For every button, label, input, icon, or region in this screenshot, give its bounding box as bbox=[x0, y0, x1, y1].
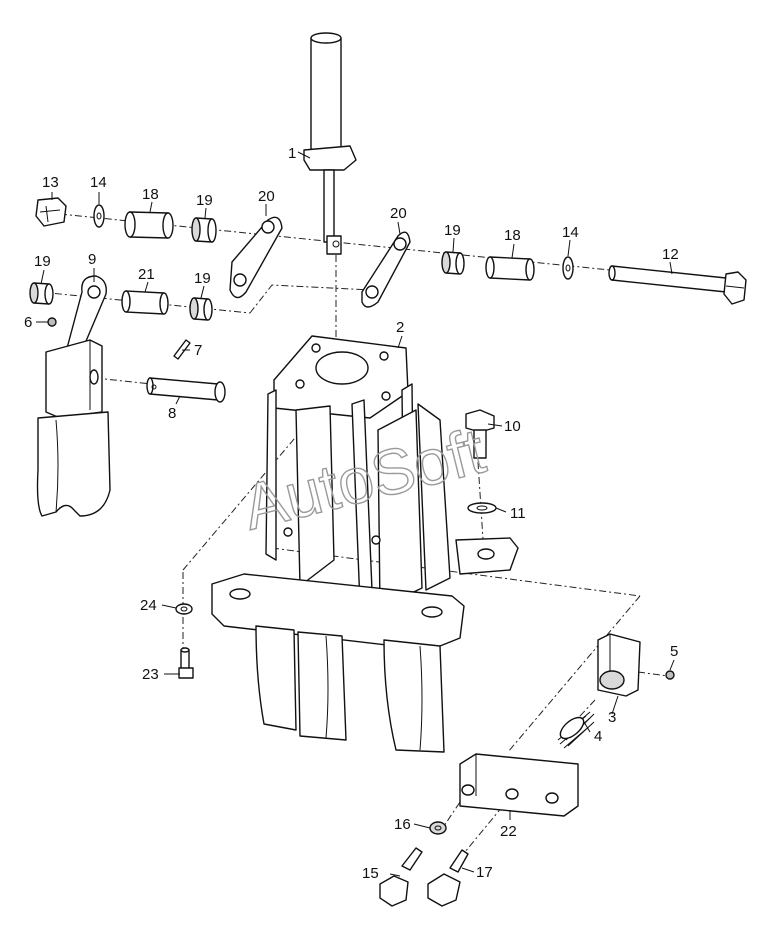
cover-plate-22 bbox=[459, 753, 579, 817]
washer-11 bbox=[467, 502, 497, 514]
callout-2: 2 bbox=[396, 319, 404, 336]
pin-8 bbox=[146, 377, 226, 403]
callout-6: 6 bbox=[24, 314, 32, 331]
callout-20-left: 20 bbox=[258, 188, 275, 205]
callout-19-top-left: 19 bbox=[196, 192, 213, 209]
washer-16 bbox=[429, 821, 447, 835]
washer-14-left bbox=[93, 204, 105, 228]
callout-22: 22 bbox=[500, 823, 517, 840]
callout-19-lower: 19 bbox=[194, 270, 211, 287]
screw-5 bbox=[665, 670, 675, 680]
bolt-15 bbox=[379, 847, 423, 907]
callout-14-left: 14 bbox=[90, 174, 107, 191]
callout-13: 13 bbox=[42, 174, 59, 191]
callout-17: 17 bbox=[476, 864, 493, 881]
bushing-19-top-left bbox=[191, 217, 217, 243]
callout-18-left: 18 bbox=[142, 186, 159, 203]
callout-1: 1 bbox=[288, 145, 296, 162]
callout-5: 5 bbox=[670, 643, 678, 660]
spring-4 bbox=[557, 711, 595, 749]
bushing-18-left bbox=[124, 211, 174, 239]
callout-3: 3 bbox=[608, 709, 616, 726]
callout-16: 16 bbox=[394, 816, 411, 833]
leader-lines bbox=[36, 151, 675, 877]
bolt-17 bbox=[427, 849, 469, 907]
pin-6 bbox=[47, 317, 57, 327]
shift-lever bbox=[303, 32, 357, 255]
bushing-19-lower bbox=[189, 297, 213, 321]
washer-24 bbox=[175, 603, 193, 615]
bolt-10 bbox=[465, 409, 495, 459]
bushing-19-top-right bbox=[441, 251, 465, 275]
callout-24: 24 bbox=[140, 597, 157, 614]
callout-9: 9 bbox=[88, 251, 96, 268]
shift-housing-2 bbox=[211, 335, 519, 753]
link-plate-20-right bbox=[361, 231, 411, 308]
callout-10: 10 bbox=[504, 418, 521, 435]
bushing-18-right bbox=[485, 256, 535, 281]
callout-4: 4 bbox=[594, 728, 602, 745]
callout-20-right: 20 bbox=[390, 205, 407, 222]
bushing-21 bbox=[121, 290, 169, 315]
callout-21: 21 bbox=[138, 266, 155, 283]
nut-13 bbox=[35, 197, 67, 227]
callout-23: 23 bbox=[142, 666, 159, 683]
callout-18-right: 18 bbox=[504, 227, 521, 244]
callout-14-right: 14 bbox=[562, 224, 579, 241]
callout-12: 12 bbox=[662, 246, 679, 263]
callout-11: 11 bbox=[510, 505, 526, 522]
callout-19-left-row: 19 bbox=[34, 253, 51, 270]
screw-23 bbox=[178, 647, 194, 679]
link-plate-20-left bbox=[229, 216, 283, 299]
callout-19-top-right: 19 bbox=[444, 222, 461, 239]
callout-8: 8 bbox=[168, 405, 176, 422]
bushing-19-left-row bbox=[29, 282, 54, 305]
detent-block-3 bbox=[597, 633, 641, 697]
callout-labels: 1 2 3 4 5 6 7 8 9 10 11 12 13 14 14 15 1… bbox=[24, 145, 679, 882]
callout-15: 15 bbox=[362, 865, 379, 882]
bolt-12 bbox=[608, 265, 747, 305]
guide-block-left bbox=[36, 339, 111, 517]
washer-14-right bbox=[562, 256, 574, 280]
callout-7: 7 bbox=[194, 342, 202, 359]
